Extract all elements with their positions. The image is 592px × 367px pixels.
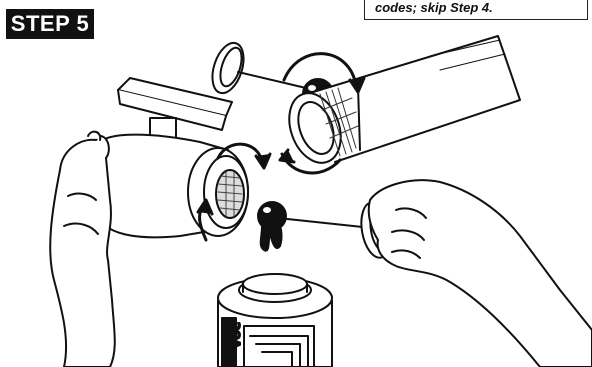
left-hand	[50, 132, 115, 367]
pvc-pipe	[280, 36, 520, 170]
ball-valve	[96, 78, 248, 237]
can-label: VOC	[230, 322, 243, 348]
cement-can	[218, 274, 332, 367]
right-hand	[369, 180, 592, 367]
